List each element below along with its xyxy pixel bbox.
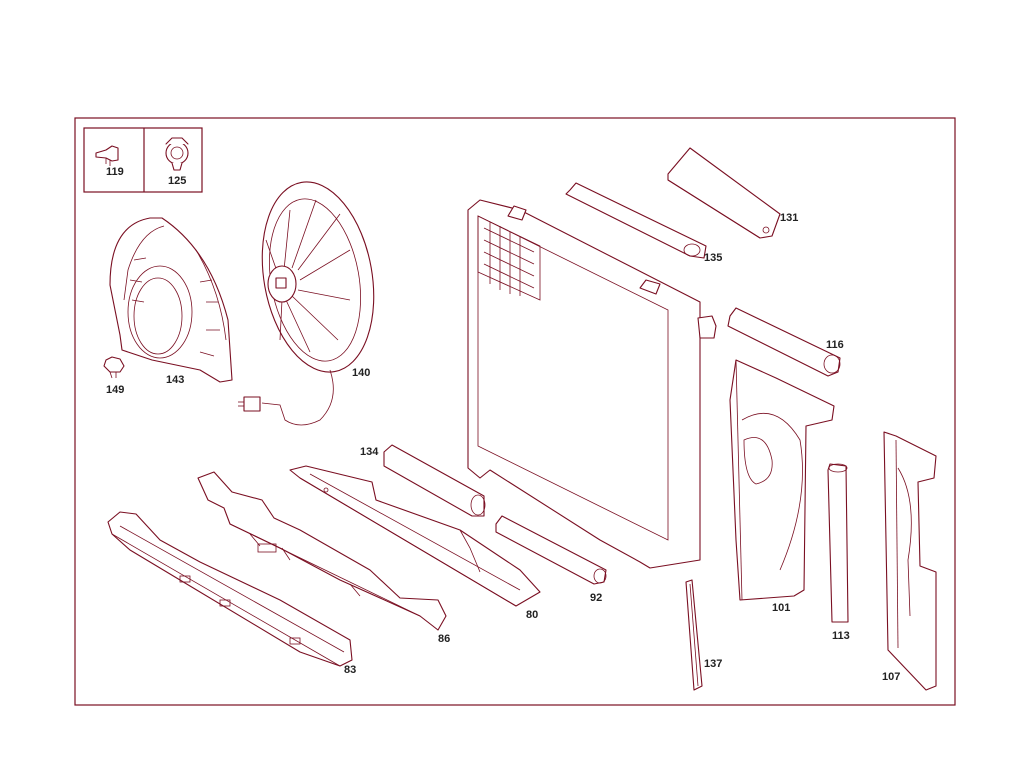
plug-icon xyxy=(243,396,261,412)
cross-member-83 xyxy=(107,511,353,667)
fan-shroud-143 xyxy=(109,217,233,383)
electric-fan-140 xyxy=(238,181,375,426)
label-101: 101 xyxy=(772,602,790,614)
label-140: 140 xyxy=(352,367,370,379)
label-86: 86 xyxy=(438,633,450,645)
seal-strip-116 xyxy=(727,307,841,377)
inset-box: 119 125 xyxy=(83,127,203,193)
label-107: 107 xyxy=(882,671,900,683)
side-air-guide-101 xyxy=(729,359,835,601)
label-80: 80 xyxy=(526,609,538,621)
strip-137 xyxy=(685,579,703,691)
clip-149 xyxy=(103,356,125,379)
clip-119-icon xyxy=(95,145,119,166)
air-guide-86 xyxy=(197,471,447,631)
label-119: 119 xyxy=(106,166,124,178)
label-92: 92 xyxy=(590,592,602,604)
clamp-125-icon xyxy=(165,137,189,171)
seal-strip-135 xyxy=(565,182,707,259)
label-131: 131 xyxy=(780,212,798,224)
radiator xyxy=(467,199,717,569)
label-134: 134 xyxy=(360,446,379,458)
seal-tube-113 xyxy=(827,463,849,623)
label-125: 125 xyxy=(168,175,186,187)
air-baffle-80 xyxy=(289,465,541,607)
label-113: 113 xyxy=(832,630,850,642)
label-83: 83 xyxy=(344,664,356,676)
label-137: 137 xyxy=(704,658,722,670)
seal-tube-134 xyxy=(383,444,486,517)
label-143: 143 xyxy=(166,374,184,386)
cover-strip-131 xyxy=(667,147,781,239)
diagram-frame xyxy=(74,117,956,706)
side-panel-107 xyxy=(883,431,937,691)
label-135: 135 xyxy=(704,252,722,264)
label-149: 149 xyxy=(106,384,124,396)
seal-tube-92 xyxy=(495,515,607,585)
label-116: 116 xyxy=(826,339,844,351)
